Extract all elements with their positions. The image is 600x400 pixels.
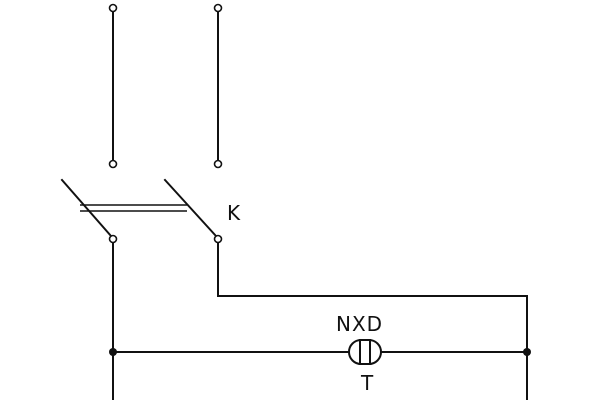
switch-terminal-right [213, 234, 223, 244]
lower-wiring [109, 242, 531, 400]
switch-k [60, 178, 223, 244]
supply-line-left [108, 3, 118, 169]
terminal-top-right [213, 3, 223, 13]
terminal-top-left [108, 3, 118, 13]
junction-right [523, 348, 531, 356]
supply-line-right [213, 3, 223, 169]
junction-left [109, 348, 117, 356]
lamp-body [348, 339, 382, 365]
switch-label: K [227, 201, 241, 225]
switch-terminal-left [108, 234, 118, 244]
terminal-mid-left [108, 159, 118, 169]
switch-blade-left [60, 178, 113, 238]
terminal-mid-right [213, 159, 223, 169]
switch-blade-right [163, 178, 218, 238]
lamp-label: NXD [336, 312, 383, 336]
lamp-sub-label: T [360, 371, 374, 395]
indicator-lamp [348, 339, 382, 365]
